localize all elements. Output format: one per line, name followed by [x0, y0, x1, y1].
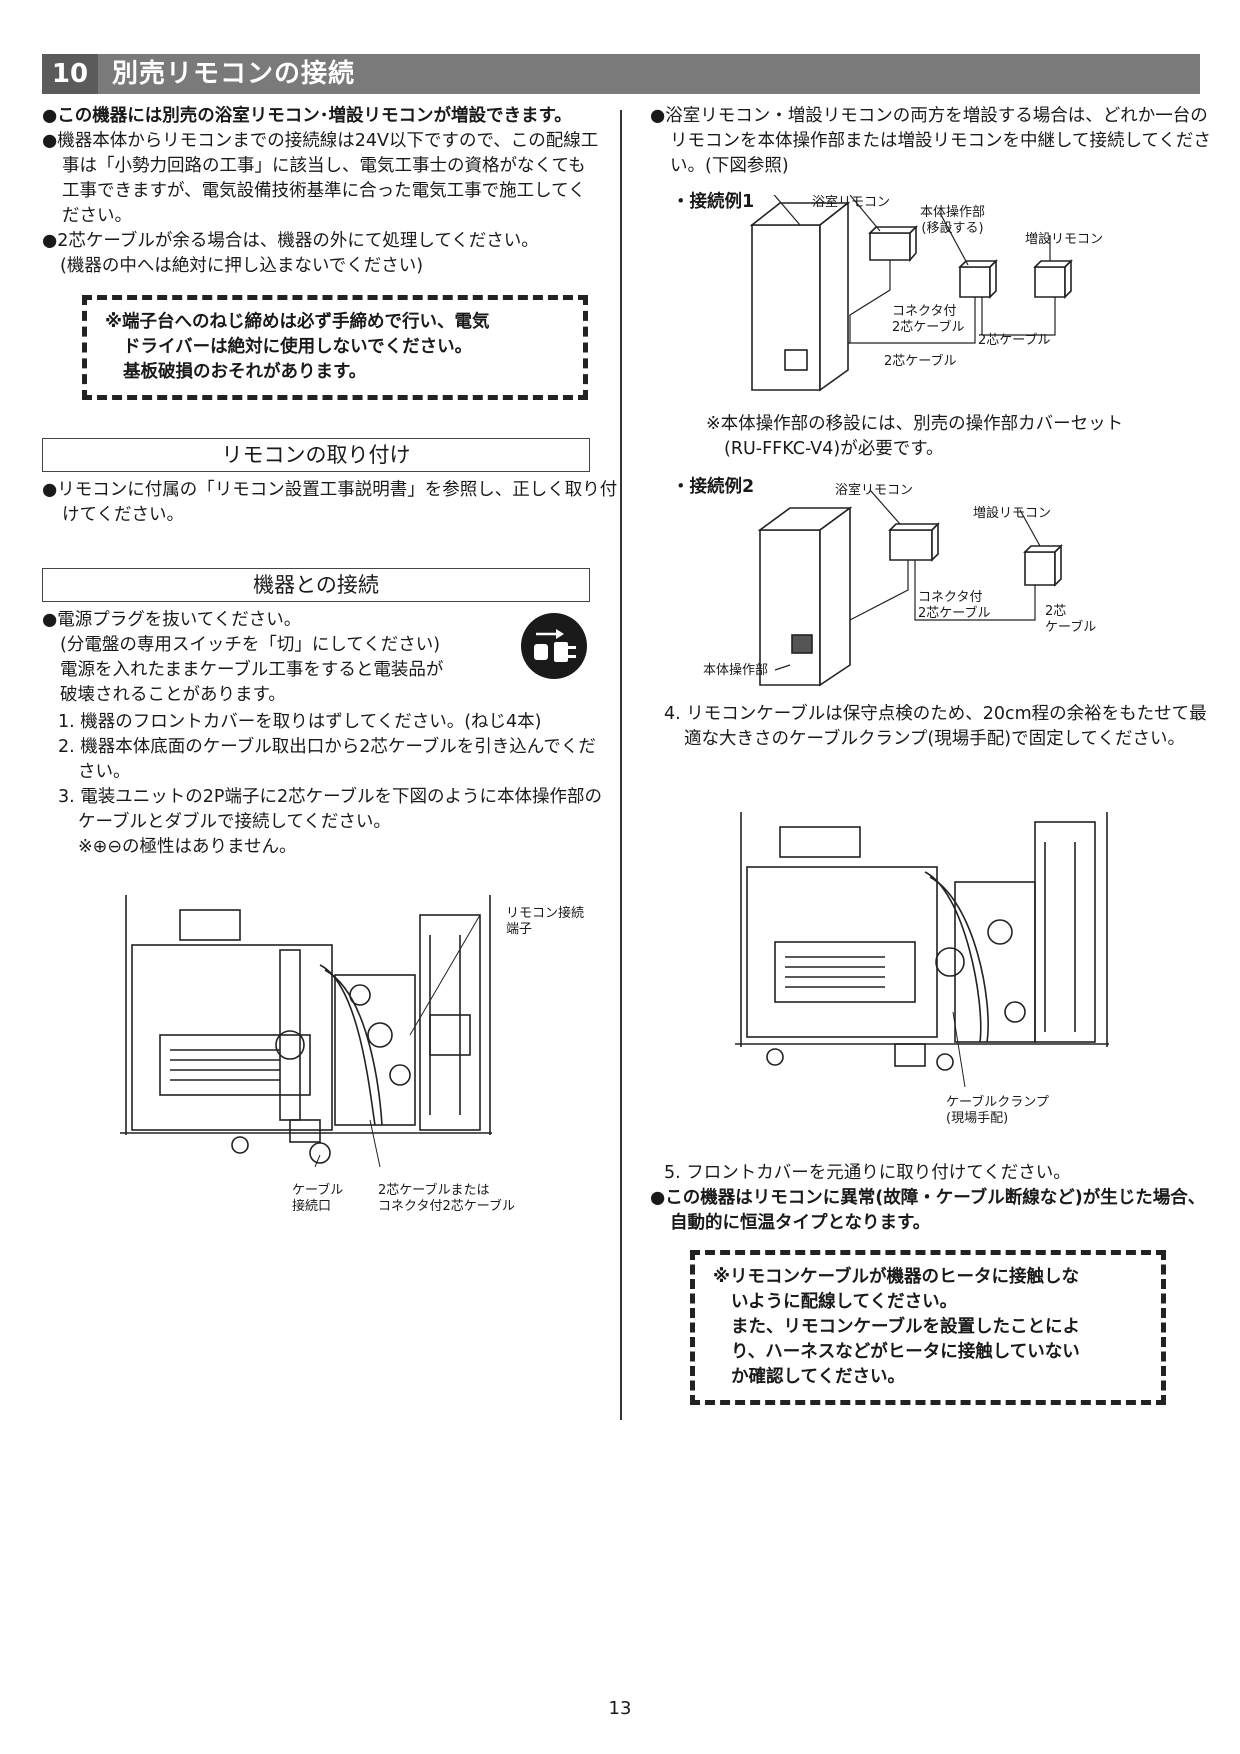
ex1-label-main-op: 本体操作部 (移設する)	[920, 205, 985, 237]
unit-wiring-figure	[120, 895, 492, 1168]
ex1-label-conn-cable-1: コネクタ付	[892, 304, 957, 319]
connect-warning: ●電源プラグを抜いてください。 (分電盤の専用スイッチを「切」にしてください) …	[42, 608, 512, 708]
ex1-label-conn-cable: コネクタ付 2芯ケーブル	[892, 304, 965, 336]
caution-box-left: ※端子台へのねじ締めは必ず手締めで行い、電気 ドライバーは絶対に使用しないでくだ…	[82, 295, 588, 400]
ex1-label-main-op-1: 本体操作部	[920, 205, 986, 220]
fig-label-clamp-2: (現場手配)	[946, 1111, 1009, 1126]
fig-label-clamp-1: ケーブルクランプ	[946, 1095, 1049, 1110]
section-header: 10 別売リモコンの接続	[42, 54, 1200, 94]
section-title: 別売リモコンの接続	[112, 59, 356, 89]
example2-diagram	[757, 490, 1063, 687]
caution-line-3: 基板破損のおそれがあります。	[123, 362, 367, 382]
ex2-label-conn-cable-1: コネクタ付	[918, 590, 983, 605]
ex1-label-conn-cable-2: 2芯ケーブル	[892, 320, 965, 335]
section-mount-title: リモコンの取り付け	[42, 438, 590, 472]
connect-line-4: 破壊されることがあります。	[60, 685, 286, 705]
example1-note: ※本体操作部の移設には、別売の操作部カバーセット (RU-FFKC-V4)が必要…	[706, 412, 1196, 462]
caution-right-line-2: いように配線してください。	[731, 1292, 958, 1312]
step-2: 2. 機器本体底面のケーブル取出口から2芯ケーブルを引き込んでください。	[58, 737, 596, 782]
section-connect-title: 機器との接続	[42, 568, 590, 602]
left-intro: ●この機器には別売の浴室リモコン･増設リモコンが増設できます。 ●機器本体からリ…	[42, 104, 602, 279]
section-number: 10	[42, 54, 98, 94]
unplug-icon	[521, 613, 587, 679]
ex2-label-cable: 2芯 ケーブル	[1045, 604, 1096, 636]
caution-right-line-3: また、リモコンケーブルを設置したことによ	[731, 1317, 1080, 1337]
fig-label-cable-2: コネクタ付2芯ケーブル	[378, 1199, 515, 1214]
caution-right-line-1: ※リモコンケーブルが機器のヒータに接触しな	[713, 1267, 1079, 1287]
connect-line-1: ●電源プラグを抜いてください。	[42, 610, 302, 630]
fig-label-clamp: ケーブルクランプ (現場手配)	[946, 1095, 1049, 1127]
step-3: 3. 電装ユニットの2P端子に2芯ケーブルを下図のように本体操作部のケーブルとダ…	[58, 787, 603, 832]
ex2-label-conn-cable-2: 2芯ケーブル	[918, 606, 991, 621]
example1-title: ・接続例1	[672, 192, 755, 212]
fig-label-cable: 2芯ケーブルまたは コネクタ付2芯ケーブル	[378, 1183, 515, 1215]
step-5: 5. フロントカバーを元通りに取り付けてください。	[664, 1163, 1071, 1183]
fig-label-terminal: リモコン接続 端子	[506, 906, 584, 938]
right-intro: ●浴室リモコン・増設リモコンの両方を増設する場合は、どれか一台のリモコンを本体操…	[650, 106, 1211, 176]
connect-line-3: 電源を入れたままケーブル工事をすると電装品が	[60, 660, 444, 680]
page-number: 13	[608, 1698, 632, 1719]
fig-label-cable-inlet-1: ケーブル	[292, 1183, 344, 1198]
caution-right-line-4: り、ハーネスなどがヒータに接触していない	[731, 1342, 1080, 1362]
ex1-label-cable-a: 2芯ケーブル	[978, 333, 1051, 348]
ex2-label-conn-cable: コネクタ付 2芯ケーブル	[918, 590, 991, 622]
example1-note-1: ※本体操作部の移設には、別売の操作部カバーセット	[706, 414, 1124, 434]
intro-line-4: (機器の中へは絶対に押し込まないでください)	[60, 256, 424, 276]
ex2-label-main-op: 本体操作部	[703, 663, 769, 678]
steps-list: 1. 機器のフロントカバーを取りはずしてください。(ねじ4本) 2. 機器本体底…	[58, 710, 606, 860]
caution-right-line-5: か確認してください。	[731, 1367, 905, 1387]
step-4: 4. リモコンケーブルは保守点検のため、20cm程の余裕をもたせて最適な大きさの…	[664, 704, 1207, 749]
intro-line-2: ●機器本体からリモコンまでの接続線は24V以下ですので、この配線工事は「小勢力回…	[42, 131, 599, 226]
fig-label-terminal-2: 端子	[506, 922, 533, 937]
column-divider	[620, 110, 622, 1420]
fig-label-cable-1: 2芯ケーブルまたは	[378, 1183, 490, 1198]
fig-label-cable-inlet: ケーブル 接続口	[292, 1183, 343, 1215]
ex2-label-extra: 増設リモコン	[973, 506, 1052, 521]
polarity-note: ※⊕⊖の極性はありません。	[78, 837, 297, 857]
intro-line-3: ●2芯ケーブルが余る場合は、機器の外にて処理してください。	[42, 231, 539, 251]
ex2-label-cable-2: ケーブル	[1045, 620, 1097, 635]
fig-label-cable-inlet-2: 接続口	[292, 1199, 332, 1214]
caution-line-2: ドライバーは絶対に使用しないでください。	[123, 337, 473, 357]
example1-note-2: (RU-FFKC-V4)が必要です。	[724, 439, 944, 459]
caution-box-right: ※リモコンケーブルが機器のヒータに接触しな いように配線してください。 また、リ…	[690, 1250, 1166, 1405]
ex2-label-bath: 浴室リモコン	[835, 483, 914, 498]
fallback-note: ●この機器はリモコンに異常(故障・ケーブル断線など)が生じた場合、自動的に恒温タ…	[650, 1188, 1206, 1233]
ex1-label-bath: 浴室リモコン	[812, 195, 891, 210]
example2-title: ・接続例2	[672, 477, 755, 497]
section-mount-text: ●リモコンに付属の「リモコン設置工事説明書」を参照し、正しく取り付けてください。	[42, 480, 618, 525]
caution-line-1: ※端子台へのねじ締めは必ず手締めで行い、電気	[105, 312, 490, 332]
step-1: 1. 機器のフロントカバーを取りはずしてください。(ねじ4本)	[58, 712, 542, 732]
ex1-label-cable-b: 2芯ケーブル	[884, 354, 957, 369]
example1-diagram	[750, 195, 1073, 392]
ex1-label-extra: 増設リモコン	[1025, 232, 1104, 247]
connect-line-2: (分電盤の専用スイッチを「切」にしてください)	[60, 635, 441, 655]
clamp-figure	[735, 812, 1109, 1088]
fig-label-terminal-1: リモコン接続	[506, 906, 585, 921]
intro-line-1: ●この機器には別売の浴室リモコン･増設リモコンが増設できます。	[42, 106, 572, 126]
ex2-label-cable-1: 2芯	[1045, 604, 1067, 619]
ex1-label-main-op-2: (移設する)	[921, 221, 984, 236]
